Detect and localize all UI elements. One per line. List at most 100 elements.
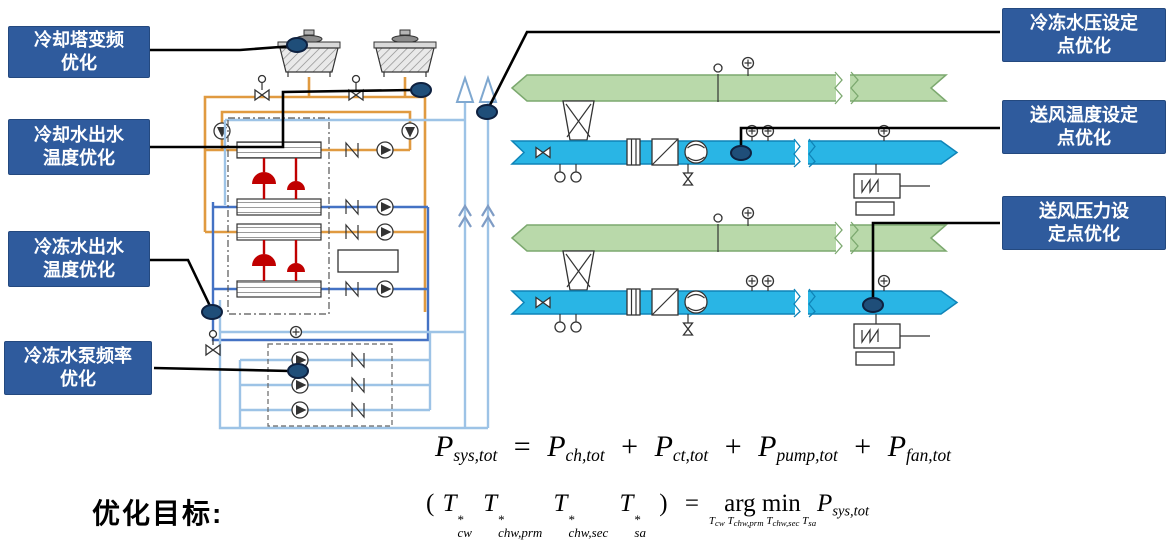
callout-text: 优化 [60,369,96,389]
callout-line-chw-pressure [487,30,1000,108]
chilled-water-primary-loop [211,202,430,342]
sensor-markers [201,37,884,379]
math-var-base: P [817,490,833,517]
callout-text: 点优化 [1057,36,1111,56]
control-valve-icon [205,329,221,356]
math-var-sub: chw,sec [568,525,609,541]
math-var-base: P [654,430,673,463]
callout-text: 冷却水出水 [34,124,124,145]
pump-icon [376,223,394,241]
pump-icon [376,280,394,298]
callout-text: 冷冻水出水 [34,236,124,257]
math-var-sub: sys,tot [453,445,498,466]
math-term: Psys,tot [435,430,498,466]
callout-chilled-water-pump-frequency: 冷冻水泵频率 优化 [4,341,152,395]
math-term: Tsa [802,514,817,528]
chw-riser-arrows [455,74,498,228]
callout-line-cooling-tower-vfd [150,44,294,52]
math-term: Tchw,sec [766,514,800,528]
callout-text: 送风压力设 [1039,200,1129,221]
misc-fittings [205,325,303,356]
callout-text: 定点优化 [1048,224,1120,244]
callout-text: 温度优化 [43,148,115,168]
cooling-tower-2 [373,29,437,78]
formula-power-balance: Psys,tot = Pch,tot + Pct,tot + Ppump,tot… [435,430,951,465]
callout-line-chilled-water-outlet [150,258,212,307]
chiller-compressor-1 [252,158,305,199]
math-var-sub: pump,tot [776,445,838,466]
argmin-operator: arg min Tcw Tchw,prm Tchw,sec Tsa [709,490,816,527]
math-term: Tcw [708,514,725,528]
math-term: Pfan,tot [887,430,951,466]
chilled-water-secondary-loop [218,100,490,430]
ahu-system-2 [511,206,958,366]
marker-pump-frequency [287,363,309,379]
math-term: T*chw,prm [483,490,544,539]
math-operator: = [684,490,699,517]
callout-line-cooling-water-outlet [150,88,414,149]
math-var-sub: ch,tot [565,445,605,466]
math-var-sup: * [568,511,575,527]
callout-text: 冷却塔变频 [34,29,124,50]
math-term: T*cw [442,490,474,539]
math-term: Pct,tot [654,430,709,466]
callout-text: 点优化 [1057,128,1111,148]
marker-cooling-water-outlet [410,82,432,98]
math-var-sub: ct,tot [672,445,709,466]
math-var-base: P [435,430,454,463]
math-var-base: T [483,490,498,517]
formula-argmin: ( T*cw T*chw,prm T*chw,sec T*sa ) = arg … [424,490,869,540]
math-var-sub: chw,prm [498,525,543,541]
math-var-base: P [887,430,907,463]
math-operator: = [513,430,531,463]
math-operator: + [724,430,742,463]
condenser-pump-icon [401,122,419,140]
math-var-sup: * [498,511,505,527]
callout-line-supply-air-pressure [871,221,1000,298]
callout-cooling-water-outlet-temp: 冷却水出水 温度优化 [8,119,150,175]
math-var-sub: sys,tot [832,503,869,520]
math-var-sup: * [634,511,641,527]
ahu-system-1 [511,56,958,216]
callout-text: 冷冻水压设定 [1030,12,1138,33]
callout-line-supply-air-temp [739,126,1000,146]
math-term: Ppump,tot [758,430,838,466]
marker-chilled-water-outlet [201,304,223,320]
marker-cooling-tower-vfd [286,37,308,53]
pump-icon [291,376,309,394]
chiller-compressor-2 [252,240,305,281]
math-var-base: T [442,490,457,517]
math-term: Pch,tot [547,430,605,466]
math-var-sup: * [457,511,464,527]
marker-supply-air-pressure [862,297,884,313]
math-var-sub: fan,tot [906,445,951,466]
argmin-label: arg min [724,490,801,517]
pump-icon [291,401,309,419]
math-paren: ) [659,490,668,517]
marker-chw-pressure [476,104,498,120]
callout-text: 冷冻水泵频率 [24,345,132,366]
math-operator: + [854,430,872,463]
math-var-base: T [619,490,634,517]
math-term: T*sa [619,490,648,539]
math-term: Psys,tot [817,490,869,520]
callout-supply-air-pressure-setpoint: 送风压力设 定点优化 [1002,196,1166,250]
marker-supply-air-temp [730,145,752,161]
math-var-base: P [758,430,777,463]
math-paren: ( [426,490,435,517]
pump-icon [376,141,394,159]
pump-icon [376,198,394,216]
math-term: T*chw,sec [554,490,611,539]
cooling-tower-1 [277,29,341,78]
chiller-row-fittings [345,141,394,298]
math-operator: + [621,430,639,463]
math-var-base: P [547,430,566,463]
sensor-icon [289,325,303,339]
math-term: Tchw,prm [727,514,764,528]
callout-chw-pressure-setpoint: 冷冻水压设定 点优化 [1002,8,1166,62]
callout-line-pump-frequency [153,366,291,373]
math-var-sub: cw [457,525,472,541]
chiller-plant [227,117,399,315]
callout-lines [150,30,1000,373]
